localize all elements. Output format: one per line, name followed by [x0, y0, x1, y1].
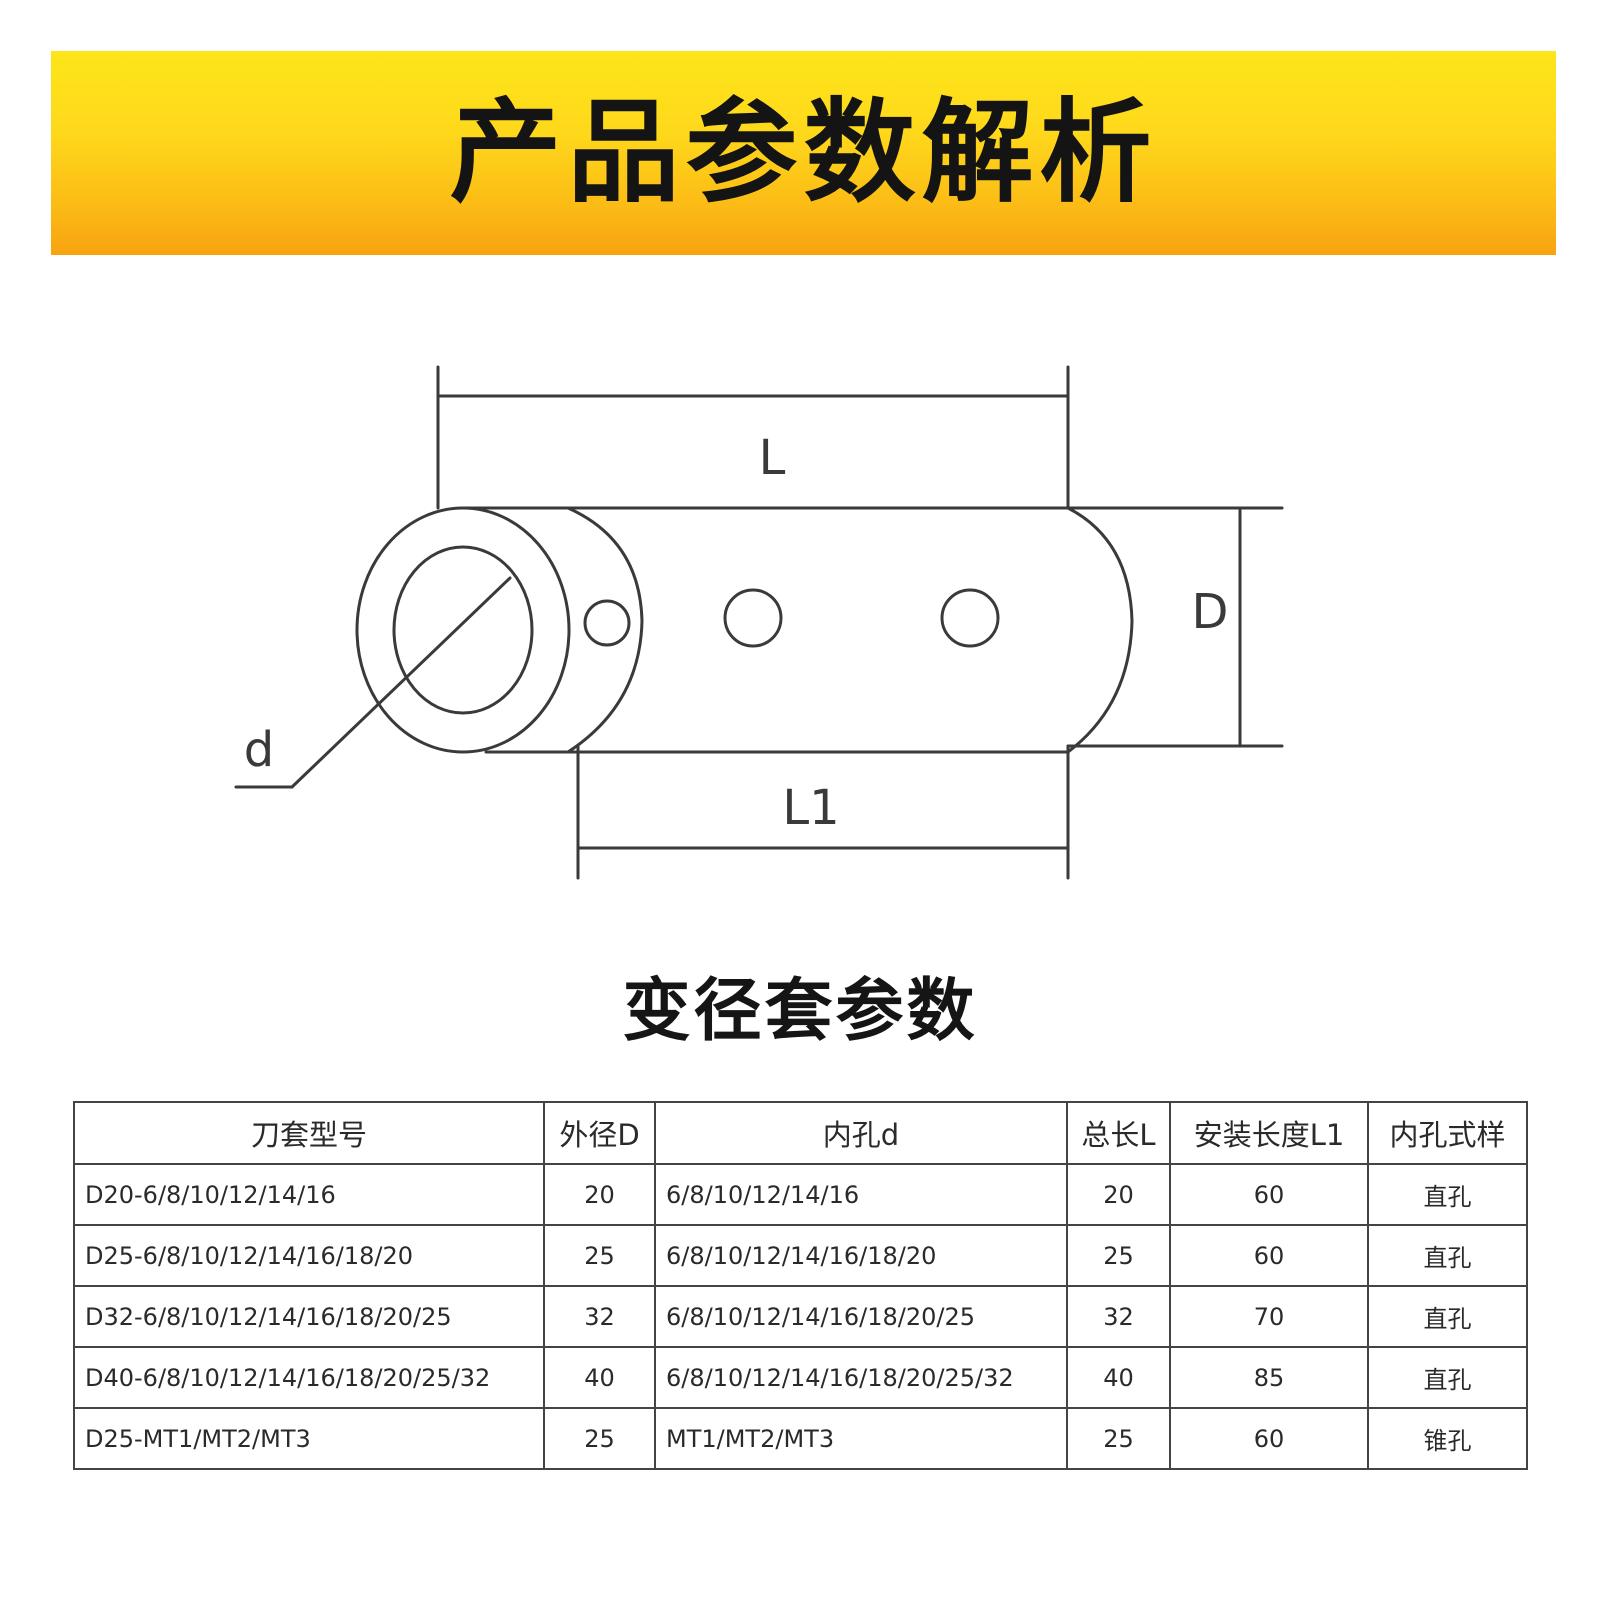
cell-total-length: 40	[1066, 1346, 1171, 1409]
screw-hole-1	[583, 599, 631, 647]
cell-outer-d: 32	[543, 1285, 656, 1348]
cell-bore-style: 直孔	[1367, 1346, 1528, 1409]
cell-total-length: 20	[1066, 1163, 1171, 1226]
cell-install-length: 70	[1169, 1285, 1369, 1348]
cell-total-length: 32	[1066, 1285, 1171, 1348]
cell-bore-style: 直孔	[1367, 1224, 1528, 1287]
cell-model: D20-6/8/10/12/14/16	[73, 1163, 545, 1226]
screw-hole-2	[723, 588, 783, 648]
banner-title: 产品参数解析	[449, 88, 1158, 218]
cell-outer-d: 25	[543, 1407, 656, 1470]
cell-model: D25-MT1/MT2/MT3	[73, 1407, 545, 1470]
cell-install-length: 60	[1169, 1407, 1369, 1470]
cell-total-length: 25	[1066, 1224, 1171, 1287]
table-row: D20-6/8/10/12/14/16 20 6/8/10/12/14/16 2…	[73, 1163, 1528, 1226]
screw-hole-3	[940, 588, 1000, 648]
cell-inner-d: 6/8/10/12/14/16	[654, 1163, 1068, 1226]
cell-outer-d: 25	[543, 1224, 656, 1287]
label-L1: L1	[782, 780, 839, 836]
label-L: L	[759, 430, 786, 486]
cell-outer-d: 20	[543, 1163, 656, 1226]
cell-bore-style: 直孔	[1367, 1285, 1528, 1348]
header-cell: 外径D	[543, 1101, 656, 1165]
sleeve-body-outline	[461, 506, 1134, 754]
cell-install-length: 85	[1169, 1346, 1369, 1409]
table-row: D40-6/8/10/12/14/16/18/20/25/32 40 6/8/1…	[73, 1346, 1528, 1409]
cell-install-length: 60	[1169, 1163, 1369, 1226]
cell-model: D40-6/8/10/12/14/16/18/20/25/32	[73, 1346, 545, 1409]
cell-inner-d: 6/8/10/12/14/16/18/20	[654, 1224, 1068, 1287]
cell-inner-d: 6/8/10/12/14/16/18/20/25/32	[654, 1346, 1068, 1409]
cell-bore-style: 直孔	[1367, 1163, 1528, 1226]
header-banner: 产品参数解析	[51, 51, 1556, 255]
spec-table: 刀套型号 外径D 内孔d 总长L 安装长度L1 内孔式样 D20-6/8/10/…	[73, 1101, 1528, 1470]
header-cell: 总长L	[1066, 1101, 1171, 1165]
table-row: D32-6/8/10/12/14/16/18/20/25 32 6/8/10/1…	[73, 1285, 1528, 1348]
header-cell: 内孔d	[654, 1101, 1068, 1165]
cell-inner-d: MT1/MT2/MT3	[654, 1407, 1068, 1470]
table-header-row: 刀套型号 外径D 内孔d 总长L 安装长度L1 内孔式样	[73, 1101, 1528, 1165]
sleeve-diagram: L D d L1	[234, 365, 1284, 880]
dim-d-leader	[290, 576, 512, 789]
header-cell: 内孔式样	[1367, 1101, 1528, 1165]
label-D: D	[1192, 584, 1229, 640]
outer-ring	[355, 506, 571, 754]
cell-model: D32-6/8/10/12/14/16/18/20/25	[73, 1285, 545, 1348]
cell-install-length: 60	[1169, 1224, 1369, 1287]
section-title: 变径套参数	[622, 972, 978, 1051]
cell-outer-d: 40	[543, 1346, 656, 1409]
header-cell: 刀套型号	[73, 1101, 545, 1165]
table-row: D25-MT1/MT2/MT3 25 MT1/MT2/MT3 25 60 锥孔	[73, 1407, 1528, 1470]
table-row: D25-6/8/10/12/14/16/18/20 25 6/8/10/12/1…	[73, 1224, 1528, 1287]
inner-ring	[392, 545, 534, 715]
cell-model: D25-6/8/10/12/14/16/18/20	[73, 1224, 545, 1287]
cell-bore-style: 锥孔	[1367, 1407, 1528, 1470]
cell-total-length: 25	[1066, 1407, 1171, 1470]
label-d: d	[244, 722, 274, 778]
header-cell: 安装长度L1	[1169, 1101, 1369, 1165]
cell-inner-d: 6/8/10/12/14/16/18/20/25	[654, 1285, 1068, 1348]
